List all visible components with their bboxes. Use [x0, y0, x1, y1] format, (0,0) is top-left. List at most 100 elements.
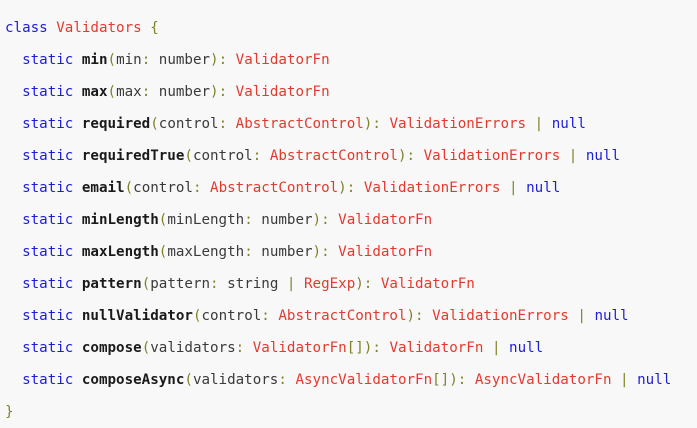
code-token-method: requiredTrue	[81, 148, 185, 164]
code-token-keyword: static	[22, 308, 82, 324]
code-token-keyword: null	[551, 116, 586, 132]
code-line: static max(max: number): ValidatorFn	[5, 76, 697, 108]
code-token-type: ValidatorFn	[235, 52, 330, 68]
code-token-param: control	[133, 180, 193, 196]
code-token-punc: (	[141, 276, 151, 292]
code-token-punc: :	[261, 308, 270, 324]
code-token-method: pattern	[81, 276, 142, 292]
code-token-plain	[466, 372, 475, 388]
code-line: class Validators {	[5, 12, 697, 44]
code-token-punc: ):	[210, 52, 228, 68]
code-token-type: ValidatorFn	[235, 84, 330, 100]
code-token-keyword: static	[22, 84, 82, 100]
code-token-punc: ):	[355, 276, 373, 292]
code-token-plain	[5, 84, 22, 100]
code-token-param: control	[158, 116, 219, 132]
code-token-punc: :	[252, 148, 262, 164]
code-token-type: ValidatorFn	[338, 212, 433, 228]
code-token-param: validators	[192, 372, 279, 388]
code-token-punc: :	[192, 180, 202, 196]
code-token-punc: :	[244, 244, 253, 260]
code-token-punc: (	[141, 340, 151, 356]
code-token-type: AbstractControl	[278, 308, 407, 324]
code-token-punc: (	[158, 244, 168, 260]
code-token-type: RegExp	[304, 276, 356, 292]
code-token-keyword: null	[637, 372, 672, 388]
code-line: static required(control: AbstractControl…	[5, 108, 697, 140]
code-line: static compose(validators: ValidatorFn[]…	[5, 332, 697, 364]
code-token-plain	[5, 52, 22, 68]
code-token-type: AbstractControl	[210, 180, 339, 196]
code-token-keyword: static	[22, 180, 82, 196]
code-token-punc: []):	[432, 372, 467, 388]
code-token-punc: }	[5, 404, 14, 420]
code-token-param: minLength	[167, 212, 245, 228]
code-token-punc: ):	[312, 212, 330, 228]
code-token-prim: string	[218, 276, 279, 292]
code-token-plain	[5, 148, 22, 164]
code-token-punc: ):	[406, 308, 424, 324]
code-token-type: AsyncValidatorFn	[295, 372, 433, 388]
code-token-punc: |	[611, 372, 638, 388]
code-token-plain	[5, 212, 22, 228]
code-token-type: Validators	[56, 20, 142, 36]
code-line: static requiredTrue(control: AbstractCon…	[5, 140, 697, 172]
code-line: static min(min: number): ValidatorFn	[5, 44, 697, 76]
code-token-plain	[424, 308, 433, 324]
code-token-plain	[227, 116, 236, 132]
code-token-punc: (	[184, 372, 193, 388]
code-token-method: minLength	[81, 212, 159, 228]
code-token-plain	[5, 276, 22, 292]
code-token-punc: ):	[210, 84, 228, 100]
code-token-plain	[330, 212, 339, 228]
code-token-punc: (	[184, 148, 193, 164]
code-line: static pattern(pattern: string | RegExp)…	[5, 268, 697, 300]
code-token-type: ValidatorFn	[338, 244, 433, 260]
code-token-type: ValidatorFn	[380, 276, 475, 292]
code-token-punc: |	[526, 116, 552, 132]
code-token-punc: |	[568, 308, 595, 324]
code-token-punc: |	[500, 180, 527, 196]
code-token-keyword: static	[22, 340, 82, 356]
code-token-keyword: null	[526, 180, 561, 196]
code-token-punc: |	[560, 148, 586, 164]
code-token-plain	[5, 244, 22, 260]
code-token-type: ValidationErrors	[363, 180, 501, 196]
code-token-type: ValidationErrors	[432, 308, 569, 324]
code-token-type: ValidationErrors	[423, 148, 561, 164]
code-token-prim: number	[252, 244, 313, 260]
code-token-keyword: static	[22, 276, 82, 292]
code-token-punc: :	[141, 52, 151, 68]
code-token-keyword: static	[22, 372, 82, 388]
code-token-punc: :	[278, 372, 287, 388]
code-line: static email(control: AbstractControl): …	[5, 172, 697, 204]
code-token-plain	[5, 116, 22, 132]
code-token-keyword: class	[5, 20, 57, 36]
code-line: static maxLength(maxLength: number): Val…	[5, 236, 697, 268]
code-token-prim: number	[252, 212, 313, 228]
code-token-param: validators	[150, 340, 236, 356]
code-token-punc: (	[192, 308, 202, 324]
code-token-punc: :	[218, 116, 228, 132]
code-token-keyword: null	[585, 148, 621, 164]
code-token-type: ValidatorFn	[252, 340, 347, 356]
code-token-punc: ):	[338, 180, 356, 196]
code-token-keyword: static	[22, 116, 82, 132]
code-token-plain	[330, 244, 339, 260]
code-token-param: control	[192, 148, 253, 164]
code-token-punc: |	[278, 276, 304, 292]
code-token-method: required	[81, 116, 151, 132]
code-token-param: max	[116, 84, 142, 100]
code-line: static minLength(minLength: number): Val…	[5, 204, 697, 236]
code-token-punc: ):	[363, 116, 381, 132]
code-token-param: pattern	[150, 276, 211, 292]
code-token-param: control	[201, 308, 262, 324]
code-token-punc: (	[158, 212, 168, 228]
code-token-punc: :	[235, 340, 245, 356]
code-line: }	[5, 396, 697, 428]
code-token-punc: ):	[397, 148, 416, 164]
code-token-keyword: null	[594, 308, 629, 324]
code-token-type: AbstractControl	[269, 148, 398, 164]
code-token-plain	[244, 340, 253, 356]
